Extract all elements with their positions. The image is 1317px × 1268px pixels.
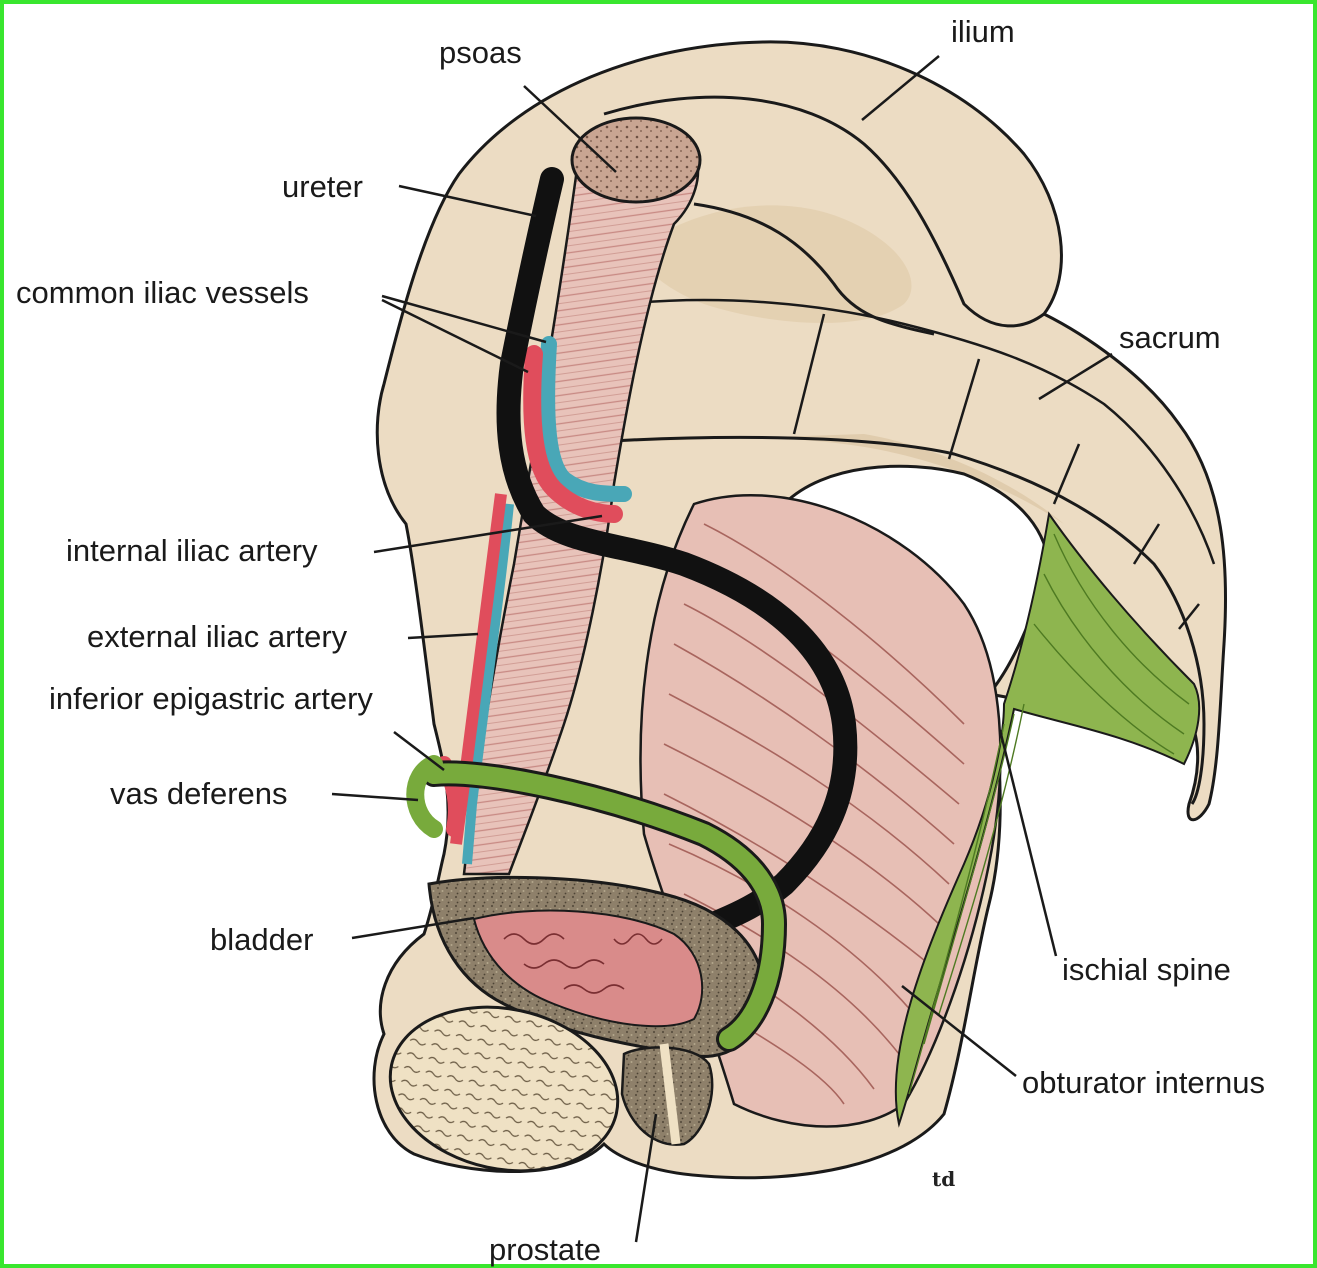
label-obturator-internus: obturator internus: [1022, 1067, 1265, 1098]
label-sacrum: sacrum: [1119, 322, 1221, 353]
label-ureter: ureter: [282, 171, 363, 202]
label-prostate: prostate: [489, 1234, 601, 1265]
label-external-iliac-artery: external iliac artery: [87, 621, 347, 652]
label-bladder: bladder: [210, 924, 313, 955]
label-ilium: ilium: [951, 16, 1015, 47]
vas-deferens-loop: [415, 764, 434, 829]
artist-signature: td: [932, 1169, 955, 1189]
label-vas-deferens: vas deferens: [110, 778, 288, 809]
label-inferior-epigastric-artery: inferior epigastric artery: [49, 683, 373, 714]
label-internal-iliac-artery: internal iliac artery: [66, 535, 318, 566]
label-common-iliac-vessels: common iliac vessels: [16, 277, 309, 308]
psoas-cut-surface: [572, 118, 700, 202]
label-psoas: psoas: [439, 37, 522, 68]
label-ischial-spine: ischial spine: [1062, 954, 1231, 985]
